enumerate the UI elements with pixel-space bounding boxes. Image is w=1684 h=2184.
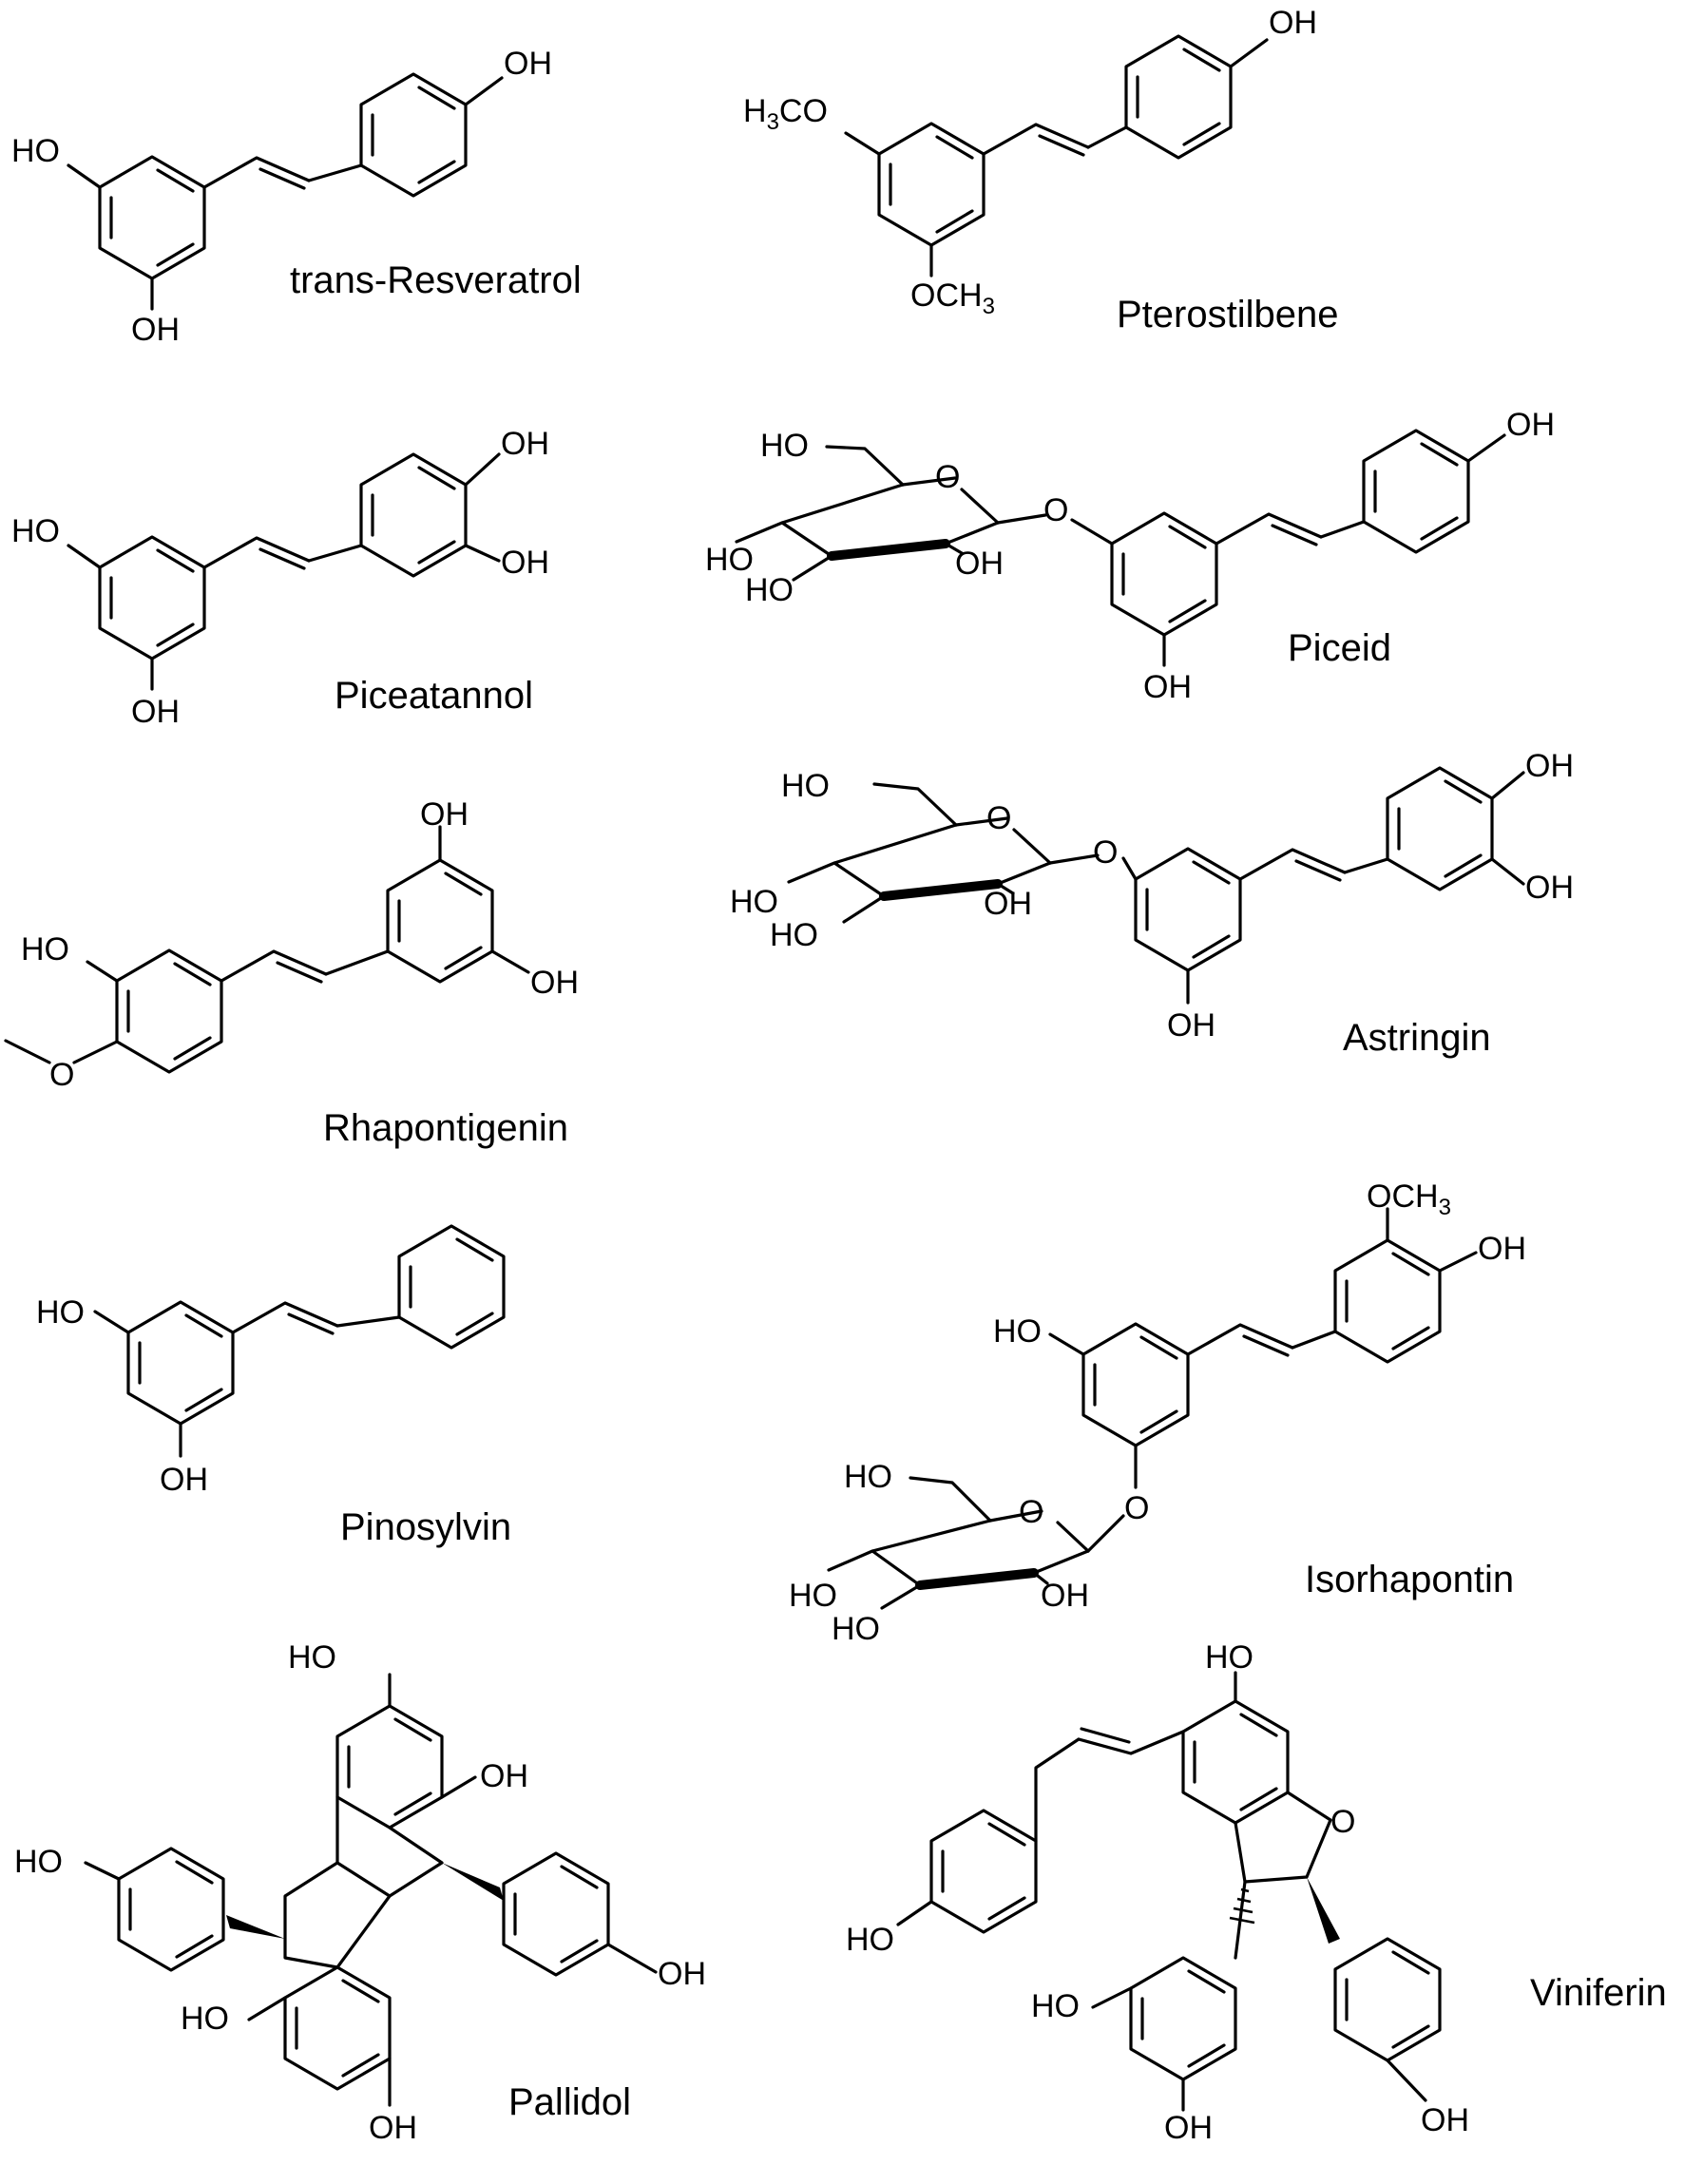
- hydroxyl-label: OH: [1269, 5, 1317, 41]
- hydroxyl-label: HO: [770, 917, 818, 953]
- molecule-viniferin: HO O HO HO OH OH Viniferin: [846, 1639, 1667, 2146]
- hydroxyl-label: OH: [131, 312, 180, 348]
- methoxy-label: OCH3: [1367, 1178, 1451, 1220]
- hydroxyl-label: HO: [1031, 1988, 1080, 2024]
- hydroxyl-label: OH: [131, 694, 180, 730]
- ring-oxygen-label: O: [935, 459, 960, 495]
- glycosidic-oxygen-label: O: [1043, 492, 1068, 528]
- hydroxyl-label: OH: [984, 886, 1032, 922]
- hydroxyl-label: OH: [530, 965, 579, 1001]
- molecule-piceatannol: OH OH HO OH Piceatannol: [11, 426, 549, 730]
- hydroxyl-label: HO: [181, 2001, 229, 2037]
- compound-name: Rhapontigenin: [323, 1107, 568, 1149]
- compound-name: Viniferin: [1530, 1972, 1667, 2014]
- hydroxyl-label: OH: [501, 426, 549, 462]
- hydroxyl-label: OH: [369, 2110, 417, 2146]
- hydroxyl-label: HO: [760, 428, 809, 464]
- hydroxyl-label: OH: [1421, 2102, 1469, 2138]
- compound-name: trans-Resveratrol: [290, 259, 582, 301]
- hydroxyl-label: OH: [1478, 1231, 1526, 1267]
- hydroxyl-label: HO: [36, 1294, 85, 1331]
- hydroxyl-label: OH: [1164, 2110, 1213, 2146]
- ring-oxygen-label: O: [1019, 1494, 1043, 1530]
- hydroxyl-label: HO: [993, 1313, 1042, 1350]
- molecule-trans-resveratrol: OH HO OH trans-Resveratrol: [11, 46, 582, 348]
- hydroxyl-label: HO: [844, 1459, 892, 1495]
- hydroxyl-label: OH: [1167, 1007, 1215, 1044]
- glycosidic-oxygen-label: O: [1124, 1490, 1149, 1526]
- hydroxyl-label: HO: [1205, 1639, 1253, 1676]
- hydroxyl-label: OH: [1143, 669, 1192, 705]
- molecule-pterostilbene: OH H3CO OCH3 Pterostilbene: [743, 5, 1338, 335]
- hydroxyl-label: OH: [501, 545, 549, 581]
- hydroxyl-label: OH: [160, 1462, 208, 1498]
- compound-name: Pinosylvin: [340, 1506, 511, 1548]
- molecule-piceid: O O HO HO HO OH OH OH Piceid: [705, 407, 1555, 705]
- compound-name: Piceid: [1288, 627, 1391, 669]
- compound-name: Pallidol: [508, 2081, 631, 2123]
- hydroxyl-label: OH: [658, 1956, 706, 1992]
- hydroxyl-label: OH: [480, 1758, 528, 1794]
- molecule-astringin: O O HO HO HO OH OH OH OH Astringin: [730, 748, 1574, 1059]
- hydroxyl-label: OH: [504, 46, 552, 82]
- compound-name: Isorhapontin: [1305, 1559, 1514, 1600]
- ring-oxygen-label: O: [1330, 1804, 1355, 1840]
- hydroxyl-label: HO: [846, 1922, 894, 1958]
- methoxy-label: H3CO: [743, 93, 828, 135]
- hydroxyl-label: HO: [781, 768, 830, 804]
- hydroxyl-label: OH: [955, 546, 1004, 582]
- glycosidic-oxygen-label: O: [1093, 834, 1118, 871]
- hydroxyl-label: OH: [1506, 407, 1555, 443]
- hydroxyl-label: HO: [730, 884, 778, 920]
- hydroxyl-label: HO: [745, 572, 794, 608]
- molecule-pallidol: HO OH HO OH HO OH Pallidol: [14, 1639, 706, 2146]
- ring-oxygen-label: O: [986, 800, 1011, 836]
- hydroxyl-label: HO: [832, 1611, 880, 1647]
- hydroxyl-label: HO: [705, 542, 754, 578]
- hydroxyl-label: OH: [420, 796, 469, 833]
- hydroxyl-label: OH: [1525, 748, 1574, 784]
- compound-name: Piceatannol: [335, 675, 533, 717]
- hydroxyl-label: HO: [11, 133, 60, 169]
- molecule-isorhapontin: OCH3 OH HO O O HO HO HO OH Isorhapontin: [789, 1178, 1526, 1647]
- hydroxyl-label: HO: [14, 1844, 63, 1880]
- hydroxyl-label: HO: [789, 1578, 837, 1614]
- hydroxyl-label: OH: [1041, 1578, 1089, 1614]
- methoxy-label: OCH3: [910, 278, 995, 319]
- hydroxyl-label: HO: [11, 513, 60, 549]
- hydroxyl-label: OH: [1525, 870, 1574, 906]
- compound-name: Pterostilbene: [1117, 294, 1338, 335]
- hydroxyl-label: HO: [21, 931, 69, 967]
- compound-name: Astringin: [1343, 1017, 1491, 1059]
- hydroxyl-label: HO: [288, 1639, 336, 1676]
- methoxy-oxygen-label: O: [49, 1057, 74, 1093]
- molecule-pinosylvin: HO OH Pinosylvin: [36, 1224, 511, 1548]
- molecule-rhapontigenin: OH OH HO O Rhapontigenin: [4, 796, 579, 1149]
